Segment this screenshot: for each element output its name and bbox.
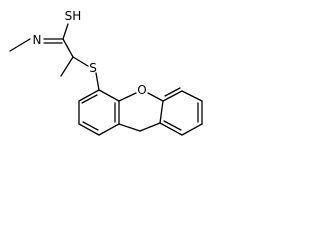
- atom-n-label: N: [33, 33, 42, 47]
- bond-ring-a-1: [78, 89, 100, 102]
- bond-ring-b-1-inner: [164, 87, 181, 97]
- bond-alpha-s: [72, 56, 89, 67]
- bond-furan-o-c: [147, 92, 164, 102]
- bond-furan-right: [159, 100, 164, 124]
- bond-ring-b-1: [162, 90, 183, 102]
- bond-furan-c-o: [118, 92, 137, 102]
- bond-ring-a-4: [98, 123, 120, 136]
- bond-ring-a-6: [98, 89, 120, 102]
- bond-furan-biaryl: [118, 123, 141, 132]
- atom-s-label: S: [89, 61, 97, 75]
- bond-biaryl-link: [139, 122, 161, 132]
- bond-ring-b-5: [159, 122, 183, 136]
- bond-nmethyl-n: [9, 38, 31, 52]
- atom-sh-label: SH: [65, 9, 82, 23]
- bond-alpha-methyl: [60, 56, 74, 77]
- atom-o-label: O: [137, 83, 146, 97]
- bond-s-aryl: [95, 72, 100, 91]
- bond-c-alpha-carbon: [62, 38, 74, 58]
- bond-ring-a-1-inner: [81, 94, 98, 104]
- bond-ring-a-3: [78, 123, 100, 136]
- molecule-structure-diagram: N SH S O: [9, 9, 203, 136]
- bond-ring-b-4: [181, 123, 203, 136]
- bond-ring-b-2: [181, 90, 203, 102]
- bond-ring-b-5-inner: [163, 120, 182, 131]
- bond-ring-a-3-inner: [82, 121, 99, 131]
- bond-c-sh: [62, 23, 69, 40]
